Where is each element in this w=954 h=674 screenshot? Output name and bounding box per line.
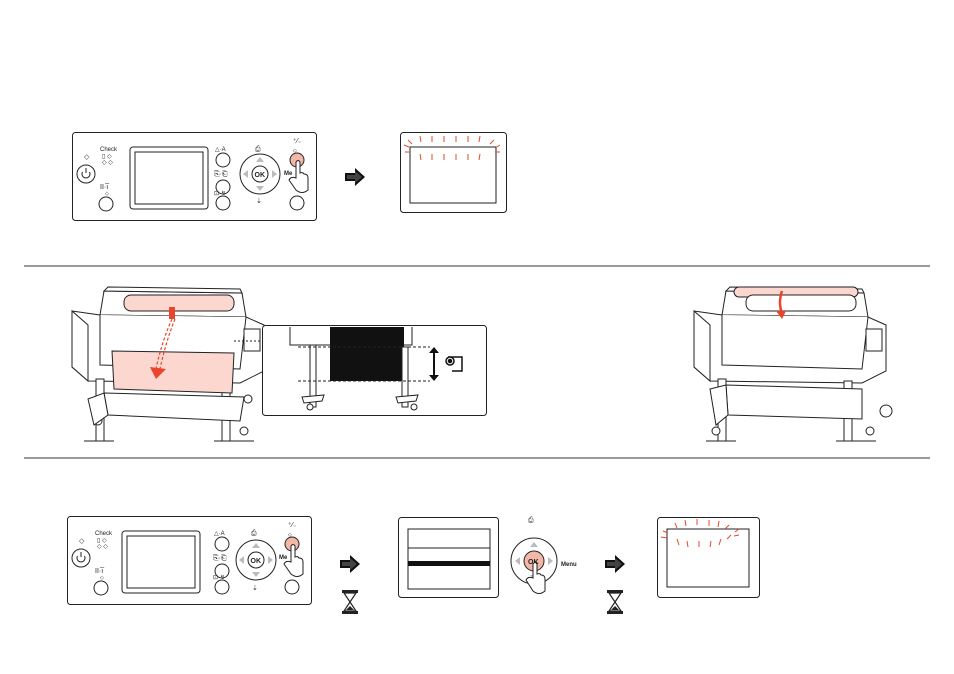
svg-text:◇: ◇	[84, 154, 90, 161]
lcd-menu-screen	[398, 517, 500, 599]
bottom-right-button[interactable]	[285, 580, 299, 594]
right-arrow-icon	[338, 554, 362, 574]
svg-text:◇ ◇: ◇ ◇	[97, 544, 108, 550]
menu-label: Me	[279, 555, 288, 561]
paper-type-icon: △·A	[215, 147, 226, 153]
bottom-right-button[interactable]	[290, 196, 304, 210]
menu-label: Menu	[561, 562, 577, 568]
menu-label: Me	[284, 171, 293, 177]
control-panel-1: ◇ Check ▯ ◇ ◇ ◇ II·ı̅ ◇ △·A ⎘·⎗ ⊡·↯ ⎙ OK…	[72, 132, 318, 222]
lcd-flashing-2	[657, 517, 761, 599]
right-arrow-icon	[343, 167, 367, 187]
printer-loading-paper	[64, 281, 274, 449]
svg-text:◇: ◇	[100, 575, 104, 581]
hourglass-icon	[606, 589, 624, 615]
menu-icon: ⁺⁄₋	[288, 522, 297, 529]
check-label: Check	[95, 531, 113, 537]
feed-up-icon: ⎙	[255, 146, 261, 153]
svg-text:◇: ◇	[79, 538, 85, 545]
paper-length-detail	[262, 325, 488, 417]
cut-button[interactable]	[215, 580, 229, 594]
paper-type-icon: △·A	[214, 531, 225, 537]
paper-type-button[interactable]	[216, 153, 230, 167]
selected-menu-row	[408, 561, 490, 566]
paper-source-icon: ⎘·⎗	[214, 170, 228, 178]
feed-down-icon: ⇣	[256, 197, 262, 205]
printer-rewind-paper	[686, 281, 896, 449]
paper-type-button[interactable]	[215, 537, 229, 551]
check-label: Check	[100, 147, 118, 153]
paper-source-icon: ⎘·⎗	[213, 554, 227, 562]
section-separator-2	[24, 457, 930, 459]
section-separator-1	[24, 265, 930, 267]
lcd-flashing-1	[400, 132, 508, 214]
control-panel-2: ◇ Check ▯ ◇ ◇ ◇ II·ı̅ ◇ △·A ⎘·⎗ ⊡·↯ ⎙ OK…	[67, 516, 313, 606]
feed-up-icon: ⎙	[251, 530, 257, 537]
feed-up-icon: ⎙	[528, 517, 534, 524]
ok-press-detail: ⎙ OK Menu	[508, 512, 584, 604]
svg-text:◇: ◇	[105, 191, 109, 197]
hourglass-icon	[341, 589, 359, 615]
menu-icon: ⁺⁄₋	[293, 138, 302, 145]
cut-button[interactable]	[216, 196, 230, 210]
svg-text:◇ ◇: ◇ ◇	[102, 160, 113, 166]
right-arrow-icon	[603, 554, 627, 574]
feed-down-icon: ⇣	[252, 584, 258, 592]
ok-button[interactable]: OK	[255, 172, 266, 179]
ok-button[interactable]: OK	[251, 558, 262, 565]
